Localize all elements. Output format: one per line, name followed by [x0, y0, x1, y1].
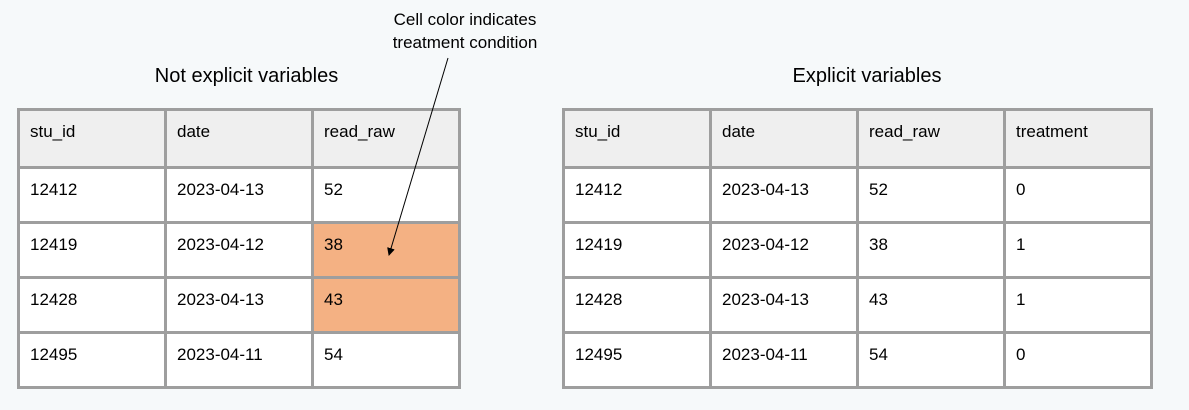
table-cell: 12428 [562, 276, 712, 334]
column-header: date [164, 108, 314, 169]
right-table: stu_id date read_raw treatment 12412 202… [562, 108, 1153, 389]
table-cell: 0 [1003, 166, 1153, 224]
table-cell: 38 [856, 221, 1006, 279]
table-row: 12412 2023-04-13 52 [17, 166, 461, 224]
table-cell: 2023-04-13 [709, 166, 859, 224]
table-cell: 12412 [562, 166, 712, 224]
table-cell: 2023-04-11 [709, 331, 859, 389]
table-cell: 2023-04-13 [164, 166, 314, 224]
table-header-row: stu_id date read_raw [17, 108, 461, 169]
left-table: stu_id date read_raw 12412 2023-04-13 52… [17, 108, 461, 389]
table-cell: 1 [1003, 276, 1153, 334]
table-cell: 12495 [562, 331, 712, 389]
table-cell: 12495 [17, 331, 167, 389]
table-cell: 54 [311, 331, 461, 389]
right-table-title: Explicit variables [792, 65, 942, 87]
table-row: 12428 2023-04-13 43 1 [562, 276, 1153, 334]
table-cell: 12428 [17, 276, 167, 334]
column-header: read_raw [311, 108, 461, 169]
table-cell: 2023-04-11 [164, 331, 314, 389]
column-header: treatment [1003, 108, 1153, 169]
table-row: 12495 2023-04-11 54 0 [562, 331, 1153, 389]
column-header: stu_id [562, 108, 712, 169]
table-cell: 54 [856, 331, 1006, 389]
table-row: 12412 2023-04-13 52 0 [562, 166, 1153, 224]
table-cell: 2023-04-12 [709, 221, 859, 279]
column-header: date [709, 108, 859, 169]
table-cell: 2023-04-13 [164, 276, 314, 334]
table-cell: 43 [856, 276, 1006, 334]
table-row: 12419 2023-04-12 38 1 [562, 221, 1153, 279]
annotation-line-2: treatment condition [392, 33, 538, 52]
table-cell-highlighted: 38 [311, 221, 461, 279]
column-header: read_raw [856, 108, 1006, 169]
table-cell: 52 [311, 166, 461, 224]
table-cell: 12419 [17, 221, 167, 279]
annotation-note: Cell color indicates treatment condition [360, 8, 570, 54]
table-header-row: stu_id date read_raw treatment [562, 108, 1153, 169]
left-table-title: Not explicit variables [154, 65, 339, 87]
table-cell: 2023-04-13 [709, 276, 859, 334]
table-cell: 12412 [17, 166, 167, 224]
table-row: 12428 2023-04-13 43 [17, 276, 461, 334]
table-cell: 2023-04-12 [164, 221, 314, 279]
annotation-line-1: Cell color indicates [393, 10, 537, 29]
table-cell-highlighted: 43 [311, 276, 461, 334]
table-cell: 12419 [562, 221, 712, 279]
table-cell: 1 [1003, 221, 1153, 279]
table-cell: 52 [856, 166, 1006, 224]
table-row: 12495 2023-04-11 54 [17, 331, 461, 389]
column-header: stu_id [17, 108, 167, 169]
table-row: 12419 2023-04-12 38 [17, 221, 461, 279]
table-cell: 0 [1003, 331, 1153, 389]
